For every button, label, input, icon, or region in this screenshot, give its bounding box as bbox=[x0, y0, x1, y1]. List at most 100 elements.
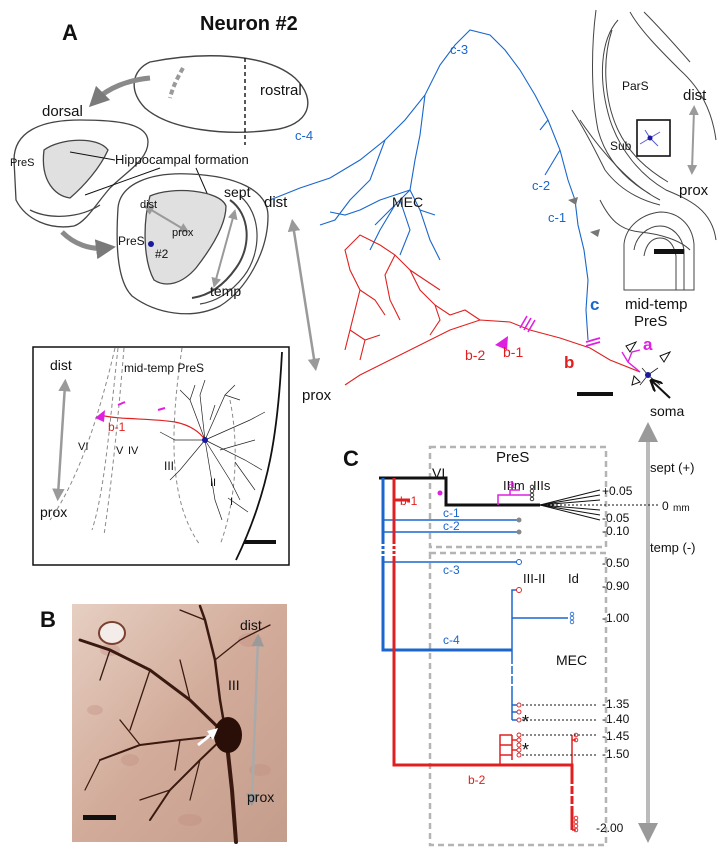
level-0: +0.05 bbox=[602, 484, 633, 498]
soma-pointer bbox=[652, 381, 671, 399]
axon-collateral-c bbox=[269, 29, 589, 341]
coronal-section-outline bbox=[571, 9, 717, 291]
inset-distprox-arrow bbox=[52, 378, 71, 502]
c1-tag: c-1 bbox=[443, 506, 460, 520]
pres-region-box bbox=[428, 445, 608, 549]
panel-a-label: A bbox=[62, 20, 78, 45]
mec-region-box bbox=[428, 551, 608, 847]
rotate-arrow-top bbox=[88, 75, 151, 108]
section-prox-label: prox bbox=[679, 182, 709, 199]
dist-label-small: dist bbox=[140, 199, 157, 211]
rostral-label: rostral bbox=[260, 82, 302, 99]
neuron-2-marker bbox=[148, 241, 154, 247]
soma-label: soma bbox=[650, 403, 684, 419]
level-4: -0.90 bbox=[602, 579, 630, 593]
sept-temp-arrow bbox=[211, 209, 238, 288]
b2-side-branches bbox=[571, 735, 576, 831]
level-5: -1.00 bbox=[602, 611, 630, 625]
b1-tag: b-1 bbox=[400, 494, 418, 508]
a-label: a bbox=[643, 335, 653, 354]
c4-terminal-buttons bbox=[516, 587, 522, 723]
inset-pial-surface bbox=[235, 351, 283, 561]
inset-layer-i: I bbox=[230, 496, 233, 508]
photo-prox-label: prox bbox=[247, 789, 274, 805]
prox-label-small: prox bbox=[172, 227, 194, 239]
photo-soma bbox=[214, 717, 242, 753]
axon-collateral-a bbox=[621, 349, 641, 373]
neuron-2-label: #2 bbox=[155, 247, 169, 261]
inset-layer-borders bbox=[49, 347, 236, 546]
recon-distprox-arrow bbox=[287, 218, 321, 372]
b1-label: b-1 bbox=[503, 344, 523, 360]
panel-a-title: Neuron #2 bbox=[200, 13, 298, 35]
a-open-arrowheads bbox=[625, 340, 672, 386]
inset-layer-vi: VI bbox=[78, 441, 88, 453]
rat-brain-outline bbox=[133, 55, 309, 145]
photo-dist-label: dist bbox=[240, 617, 262, 633]
inset-layer-iv: IV bbox=[128, 445, 139, 457]
panel-b-label: B bbox=[40, 607, 56, 632]
level-10: -2.00 bbox=[596, 821, 624, 835]
midtemp-label-1: mid-temp bbox=[625, 296, 688, 313]
branch-a-label: a bbox=[508, 477, 515, 491]
pres-label-1: PreS bbox=[10, 157, 34, 169]
c1-label: c-1 bbox=[548, 210, 566, 225]
level-3: -0.50 bbox=[602, 556, 630, 570]
star-lower: * bbox=[522, 740, 529, 760]
branch-b-stem bbox=[392, 478, 574, 830]
photo-scale-bar bbox=[83, 815, 116, 820]
star-upper: * bbox=[522, 712, 529, 732]
mec-label: MEC bbox=[392, 194, 423, 210]
section-mini-neuron bbox=[639, 129, 661, 147]
section-distprox-arrow bbox=[687, 105, 699, 175]
sept-direction-label: sept (+) bbox=[650, 460, 694, 475]
pres-label-2: PreS bbox=[118, 234, 145, 248]
b1-arrowhead bbox=[495, 336, 508, 350]
c-cut-marks bbox=[585, 337, 601, 347]
rotate-arrow-bottom bbox=[60, 230, 116, 260]
section-scale-bar bbox=[654, 249, 684, 254]
recon-prox-label: prox bbox=[302, 387, 332, 404]
hippo-pointer-1 bbox=[69, 151, 116, 161]
inset-midtemp-label: mid-temp PreS bbox=[124, 361, 204, 375]
photo-layer-label: III bbox=[228, 677, 240, 693]
distprox-arrow-small bbox=[143, 205, 190, 233]
layer-iiis-header: IIIs bbox=[533, 478, 551, 493]
b2-tag: b-2 bbox=[468, 773, 486, 787]
sub-label: Sub bbox=[610, 139, 632, 153]
branch-c-cut-marks bbox=[381, 544, 385, 556]
inset-b1-label: b-1 bbox=[108, 420, 126, 434]
c4-tag: c-4 bbox=[443, 633, 460, 647]
c4-label: c-4 bbox=[295, 128, 313, 143]
main-axon-trunk bbox=[379, 476, 540, 507]
zero-label: 0 bbox=[662, 499, 669, 513]
c-label: c bbox=[590, 295, 599, 314]
b2-label: b-2 bbox=[465, 347, 485, 363]
c4-tree-cut bbox=[510, 664, 514, 686]
inset-dendrites bbox=[159, 379, 266, 521]
c2-terminal bbox=[516, 529, 522, 535]
branch-a-terminals bbox=[529, 484, 535, 502]
c2-arrowhead bbox=[568, 197, 578, 205]
hemisphere-section-1 bbox=[13, 119, 149, 228]
photo-dendrites bbox=[78, 604, 271, 844]
inset-layer-ii: II bbox=[210, 477, 216, 489]
inset-prox-label: prox bbox=[40, 504, 67, 520]
level-1: -0.05 bbox=[602, 511, 630, 525]
soma-projection-lines bbox=[539, 489, 601, 521]
dorsal-label: dorsal bbox=[42, 103, 83, 120]
b1-terminal bbox=[437, 490, 443, 496]
layer-iii-ii-label: III-II bbox=[523, 571, 545, 586]
section-soma bbox=[647, 135, 653, 141]
photo-distprox-arrow bbox=[245, 633, 265, 807]
c4-cluster-1 bbox=[569, 611, 575, 625]
level-8: -1.45 bbox=[602, 729, 630, 743]
layer-id-label: Id bbox=[568, 571, 579, 586]
inset-layer-iii: III bbox=[164, 459, 174, 473]
inset-scale-bar bbox=[244, 540, 276, 544]
b-label: b bbox=[564, 353, 574, 372]
temp-label: temp bbox=[210, 283, 241, 299]
inset-axon-b1 bbox=[99, 414, 206, 441]
level-guide-lines bbox=[522, 704, 598, 756]
branch-a bbox=[497, 489, 530, 505]
